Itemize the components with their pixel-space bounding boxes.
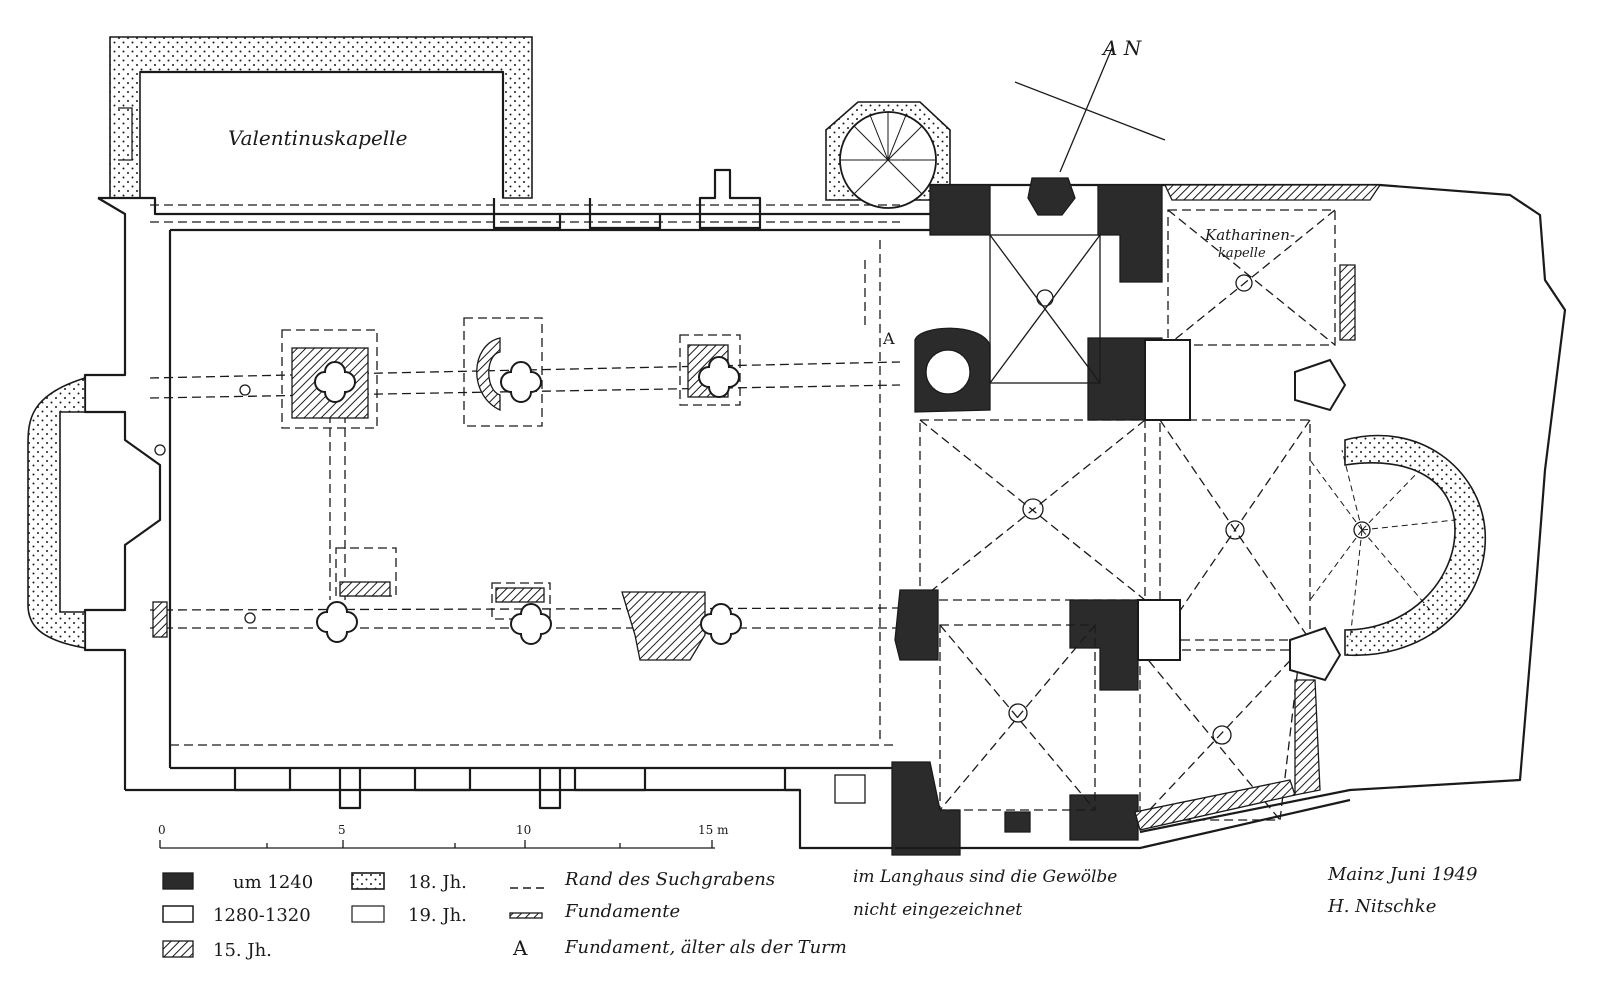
vault-note: im Langhaus sind die Gewölbe nicht einge…	[853, 867, 1117, 920]
legend-swatch-um-1240	[162, 872, 194, 890]
vault-note-line-2: nicht eingezeichnet	[853, 900, 1022, 920]
legend: um 1240 1280-1320 15. Jh. 18. Jh. 19. Jh…	[162, 869, 847, 961]
north-arrow-label: A N	[1101, 36, 1143, 60]
legend-label-trench-edge: Rand des Suchgrabens	[564, 869, 775, 890]
legend-label-um-1240: um 1240	[233, 872, 313, 893]
vault-note-line-1: im Langhaus sind die Gewölbe	[853, 867, 1117, 887]
valentinus-chapel: Valentinuskapelle	[109, 36, 533, 199]
scale-tick-15: 15 m	[698, 823, 729, 837]
legend-label-older-foundation: Fundament, älter als der Turm	[564, 937, 847, 958]
stair-tower	[825, 101, 951, 209]
north-arrow: A N	[1014, 36, 1166, 173]
tower-and-choir: Katharinen- kapelle	[882, 177, 1567, 856]
legend-swatch-15-jh	[162, 940, 194, 958]
valentinus-chapel-label: Valentinuskapelle	[228, 126, 407, 150]
katharinen-chapel-label-2: kapelle	[1218, 246, 1266, 261]
legend-label-1280-1320: 1280-1320	[213, 905, 311, 926]
scale-tick-0: 0	[158, 823, 166, 837]
scale-tick-5: 5	[338, 823, 346, 837]
nave-walls	[27, 168, 930, 850]
legend-swatch-19-jh	[351, 905, 385, 923]
nave-piers	[152, 317, 742, 661]
scale-bar: 0 5 10 15 m	[158, 823, 729, 849]
katharinen-chapel-label-1: Katharinen-	[1204, 226, 1295, 244]
signature: Mainz Juni 1949 H. Nitschke	[1327, 864, 1477, 917]
legend-label-foundations: Fundamente	[564, 901, 680, 922]
legend-swatch-1280-1320	[162, 905, 194, 923]
legend-label-18-jh: 18. Jh.	[408, 872, 467, 893]
nave-dashed-outlines	[149, 204, 901, 746]
legend-symbol-older-foundation: A	[512, 936, 528, 960]
legend-label-15-jh: 15. Jh.	[213, 940, 272, 961]
legend-symbol-foundations	[509, 912, 543, 919]
legend-label-19-jh: 19. Jh.	[408, 905, 467, 926]
signature-author: H. Nitschke	[1327, 896, 1436, 917]
scale-tick-10: 10	[516, 823, 531, 837]
legend-swatch-18-jh	[351, 872, 385, 890]
tower-marker-label: A	[882, 329, 895, 348]
signature-place-date: Mainz Juni 1949	[1327, 864, 1477, 885]
